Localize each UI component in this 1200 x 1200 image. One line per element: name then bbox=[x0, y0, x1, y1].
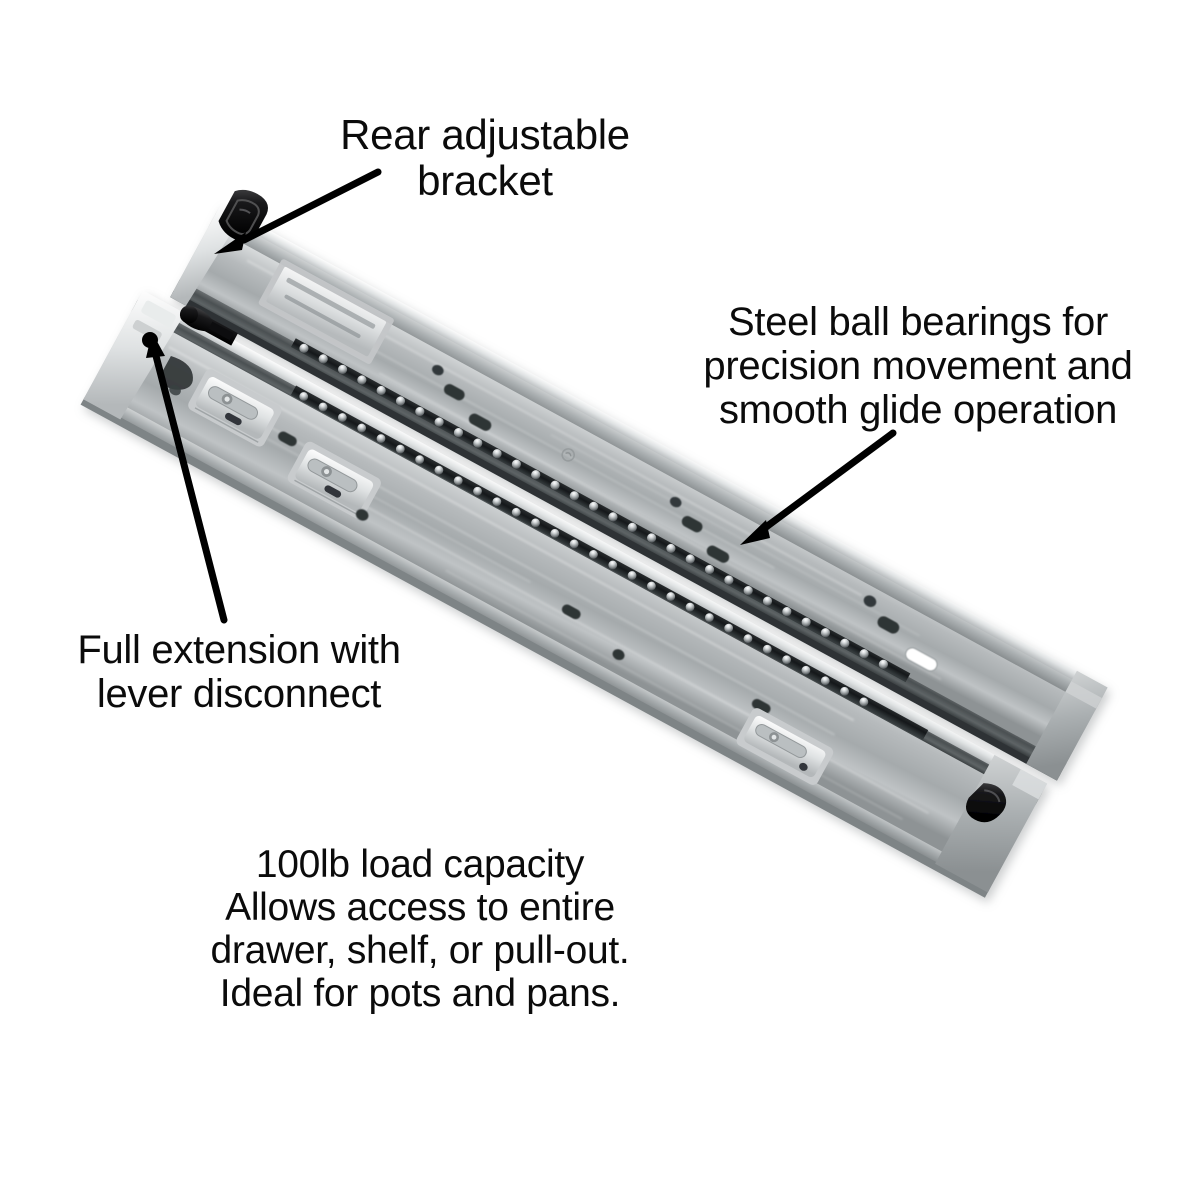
callout-load-capacity: 100lb load capacity Allows access to ent… bbox=[155, 843, 685, 1016]
callout-bearings-line-1: Steel ball bearings for bbox=[728, 300, 1108, 344]
upper-slide bbox=[170, 204, 1108, 781]
callout-bearings-line-2: precision movement and bbox=[703, 344, 1133, 388]
callout-load-line-4: Ideal for pots and pans. bbox=[219, 971, 621, 1015]
lower-slide bbox=[80, 290, 1048, 898]
callout-load-line-3: drawer, shelf, or pull-out. bbox=[210, 928, 630, 972]
callout-load-line-1: 100lb load capacity bbox=[255, 843, 585, 886]
stamped-mount-bracket-2 bbox=[287, 441, 381, 519]
upper-rail-end bbox=[1026, 670, 1108, 781]
stamped-mount-bracket-1 bbox=[188, 369, 282, 447]
callout-full-extension: Full extension with lever disconnect bbox=[34, 628, 444, 716]
arrow-rear-bracket bbox=[214, 168, 382, 254]
stamped-mount-bracket-3 bbox=[736, 708, 834, 785]
arrow-full-extension bbox=[142, 332, 228, 624]
callout-rear-line-1: Rear adjustable bbox=[340, 111, 630, 158]
arrow-ball-bearings bbox=[740, 429, 897, 545]
lower-rail-end-notch bbox=[935, 754, 1048, 893]
ball-bearing-raceway-upper bbox=[290, 338, 911, 683]
callout-rear-line-2: bracket bbox=[417, 157, 553, 205]
callout-full-line-1: Full extension with bbox=[77, 628, 401, 672]
lever-disconnect-part bbox=[179, 305, 238, 346]
rear-detent-plate bbox=[258, 259, 394, 364]
ball-bearing-raceway-lower bbox=[290, 385, 929, 740]
callout-rear-adjustable-bracket: Rear adjustable bracket bbox=[300, 111, 670, 205]
callout-load-line-2: Allows access to entire bbox=[225, 885, 615, 929]
callout-arrows bbox=[142, 168, 897, 624]
callout-bearings-line-3: smooth glide operation bbox=[718, 388, 1118, 432]
mounting-holes-upper bbox=[432, 364, 938, 672]
rivet-mark-upper bbox=[561, 448, 575, 462]
callout-steel-ball-bearings: Steel ball bearings for precision moveme… bbox=[668, 300, 1168, 432]
callout-full-line-2: lever disconnect bbox=[96, 672, 382, 716]
rear-adjustable-bracket-part bbox=[218, 189, 268, 242]
mounting-holes-lower bbox=[278, 431, 771, 714]
